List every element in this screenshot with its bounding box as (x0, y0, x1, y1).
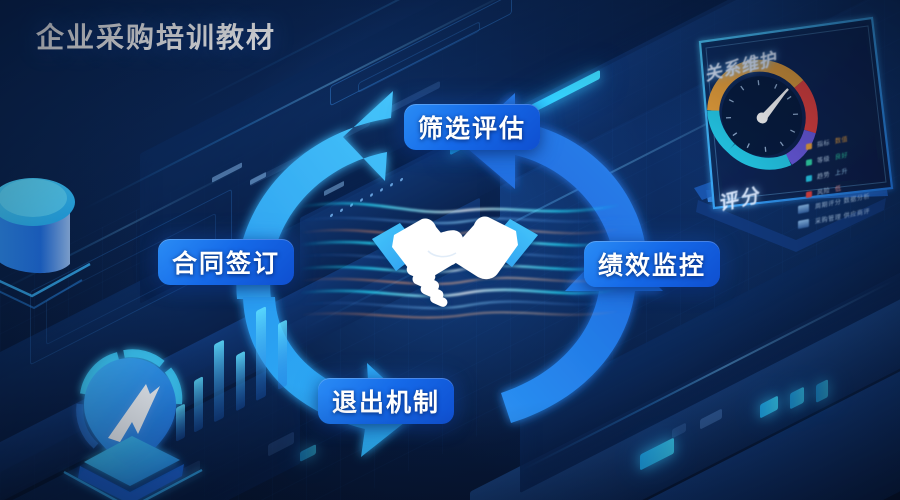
panel-score-label: 评分 (719, 184, 763, 215)
cycle-stage-screen[interactable]: 筛选评估 (404, 104, 541, 150)
legend-item: 等级 良好 (806, 150, 848, 167)
legend-swatch (806, 174, 812, 182)
legend-swatch (806, 190, 812, 198)
legend-label: 风险 (817, 188, 831, 197)
list-icon (798, 218, 809, 229)
panel-legend: 指标 数值 等级 良好 趋势 上升 风险 低 (806, 134, 848, 206)
legend-label: 等级 (817, 156, 831, 165)
legend-value: 数值 (835, 136, 849, 146)
legend-item: 趋势 上升 (806, 166, 848, 183)
legend-item: 指标 数值 (806, 134, 848, 151)
legend-label: 指标 (817, 140, 831, 149)
panel-title: 关系维护 (705, 48, 779, 85)
relationship-score-panel[interactable]: 关系维护 评分 指标 数值 等级 良好 趋势 上升 (676, 12, 900, 252)
cycle-stage-contract[interactable]: 合同签订 (158, 239, 295, 285)
bar-icon (798, 203, 809, 214)
legend-value: 良好 (835, 152, 849, 162)
legend-value: 上升 (835, 168, 849, 178)
data-cylinder-icon (0, 160, 116, 310)
page-title: 企业采购培训教材 (36, 22, 277, 53)
bar-chart-icon (168, 306, 308, 470)
legend-swatch (806, 142, 812, 150)
legend-swatch (806, 158, 812, 166)
legend-value: 低 (835, 186, 842, 194)
cycle-stage-exit[interactable]: 退出机制 (318, 378, 455, 424)
legend-label: 趋势 (817, 172, 831, 181)
handshake-icon (370, 205, 540, 315)
